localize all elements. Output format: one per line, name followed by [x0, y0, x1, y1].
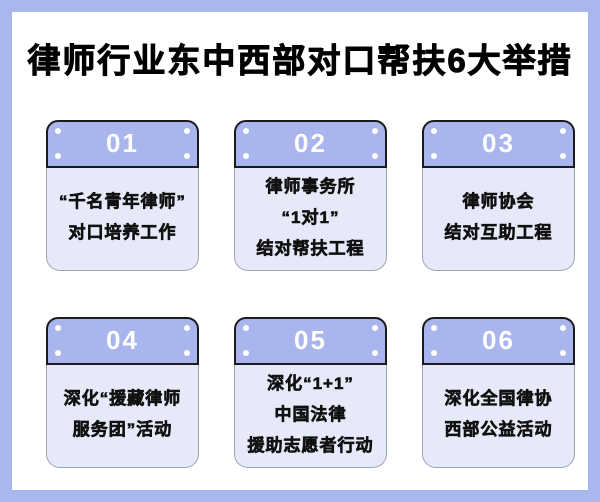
pin-dot-icon	[55, 350, 61, 356]
pin-dot-icon	[372, 350, 378, 356]
card-text-line: 深化“1+1”	[267, 373, 354, 393]
card-body: 深化全国律协 西部公益活动	[422, 365, 575, 468]
pin-dot-icon	[55, 153, 61, 159]
card-number: 03	[482, 128, 515, 158]
pin-dot-icon	[560, 325, 566, 331]
card-text-line: 结对互助工程	[444, 223, 553, 243]
card-number: 01	[106, 128, 139, 158]
card-header: 02	[234, 120, 387, 168]
pin-dot-icon	[431, 153, 437, 159]
card-number: 06	[482, 325, 515, 355]
card-number: 04	[106, 325, 139, 355]
card-text-line: “千名青年律师”	[59, 192, 186, 212]
measure-card-01: 01 “千名青年律师” 对口培养工作	[46, 120, 199, 271]
pin-dot-icon	[55, 128, 61, 134]
pin-dot-icon	[243, 325, 249, 331]
card-header: 03	[422, 120, 575, 168]
measure-card-05: 05 深化“1+1” 中国法律 援助志愿者行动	[234, 317, 387, 468]
card-text-line: 律师事务所	[265, 176, 356, 196]
pin-dot-icon	[560, 128, 566, 134]
measure-card-03: 03 律师协会 结对互助工程	[422, 120, 575, 271]
pin-dot-icon	[560, 153, 566, 159]
card-body: 深化“1+1” 中国法律 援助志愿者行动	[234, 365, 387, 468]
pin-dot-icon	[372, 153, 378, 159]
card-body: “千名青年律师” 对口培养工作	[46, 168, 199, 271]
pin-dot-icon	[243, 153, 249, 159]
card-text-line: 对口培养工作	[68, 223, 177, 243]
measure-card-04: 04 深化“援藏律师 服务团”活动	[46, 317, 199, 468]
pin-dot-icon	[431, 128, 437, 134]
card-text-line: 援助志愿者行动	[247, 435, 374, 455]
pin-dot-icon	[243, 350, 249, 356]
pin-dot-icon	[372, 325, 378, 331]
pin-dot-icon	[431, 325, 437, 331]
card-text-line: 结对帮扶工程	[256, 238, 365, 258]
page-title: 律师行业东中西部对口帮扶6大举措	[27, 42, 573, 80]
card-header: 05	[234, 317, 387, 365]
pin-dot-icon	[431, 350, 437, 356]
card-text-line: “1对1”	[281, 207, 340, 227]
card-body: 深化“援藏律师 服务团”活动	[46, 365, 199, 468]
card-number: 02	[294, 128, 327, 158]
card-text-line: 西部公益活动	[444, 420, 553, 440]
card-body: 律师事务所 “1对1” 结对帮扶工程	[234, 168, 387, 271]
card-header: 04	[46, 317, 199, 365]
pin-dot-icon	[184, 128, 190, 134]
card-text-line: 深化“援藏律师	[63, 389, 182, 409]
measures-grid: 01 “千名青年律师” 对口培养工作 02 律师事务所 “1对1” 结对帮扶工程	[46, 120, 575, 468]
measure-card-06: 06 深化全国律协 西部公益活动	[422, 317, 575, 468]
pin-dot-icon	[184, 350, 190, 356]
pin-dot-icon	[55, 325, 61, 331]
card-body: 律师协会 结对互助工程	[422, 168, 575, 271]
card-number: 05	[294, 325, 327, 355]
pin-dot-icon	[243, 128, 249, 134]
measure-card-02: 02 律师事务所 “1对1” 结对帮扶工程	[234, 120, 387, 271]
card-text-line: 服务团”活动	[72, 420, 173, 440]
pin-dot-icon	[560, 350, 566, 356]
card-header: 06	[422, 317, 575, 365]
pin-dot-icon	[372, 128, 378, 134]
pin-dot-icon	[184, 153, 190, 159]
card-text-line: 中国法律	[274, 404, 347, 424]
card-header: 01	[46, 120, 199, 168]
pin-dot-icon	[184, 325, 190, 331]
card-text-line: 深化全国律协	[444, 389, 553, 409]
card-text-line: 律师协会	[462, 192, 535, 212]
